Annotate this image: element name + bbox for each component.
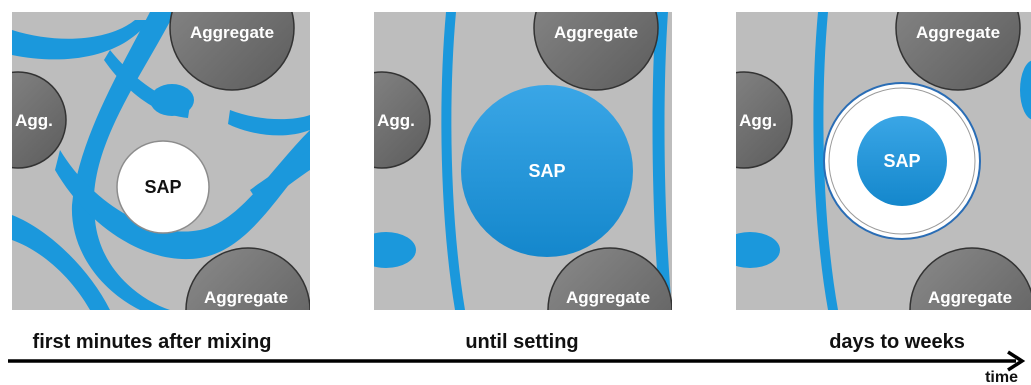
agg-label: Agg. [739, 111, 777, 130]
aggregate-label: Aggregate [190, 23, 274, 42]
time-axis: time [8, 350, 1026, 385]
panel-caption: until setting [465, 331, 578, 353]
aggregate-particle [547, 247, 672, 310]
panel-1: Aggregate Agg. Aggregate SAP first minut… [12, 12, 310, 353]
aggregate-label: Aggregate [928, 288, 1012, 307]
agg-label: Agg. [377, 111, 415, 130]
panel-caption: first minutes after mixing [33, 331, 272, 353]
sap-label: SAP [883, 151, 920, 171]
panel-2: Aggregate Agg. Aggregate SAP until setti… [374, 12, 672, 353]
sap-label: SAP [528, 161, 565, 181]
sap-particle-shrunk [857, 116, 947, 206]
aggregate-particle [12, 71, 67, 169]
aggregate-particle [374, 71, 431, 169]
aggregate-particle [169, 12, 295, 91]
panel-caption: days to weeks [829, 331, 965, 353]
agg-label: Agg. [15, 111, 53, 130]
time-axis-label: time [985, 369, 1018, 385]
aggregate-particle [533, 12, 659, 91]
aggregate-label: Aggregate [916, 23, 1000, 42]
aggregate-label: Aggregate [204, 288, 288, 307]
water-channels [12, 12, 310, 310]
aggregate-particle [895, 12, 1021, 91]
arrow-head-icon [1007, 350, 1026, 372]
sap-particle-dry [116, 140, 210, 234]
aggregate-particle [736, 71, 793, 169]
sap-particle-swollen [461, 85, 633, 257]
panel-3: Aggregate Agg. Aggregate SAP days to wee… [736, 12, 1031, 353]
sap-label: SAP [144, 177, 181, 197]
aggregate-particle [909, 247, 1031, 310]
water-channels [374, 12, 672, 310]
water-channels [736, 12, 1031, 310]
aggregate-label: Aggregate [566, 288, 650, 307]
aggregate-label: Aggregate [554, 23, 638, 42]
aggregate-particle [185, 247, 310, 310]
